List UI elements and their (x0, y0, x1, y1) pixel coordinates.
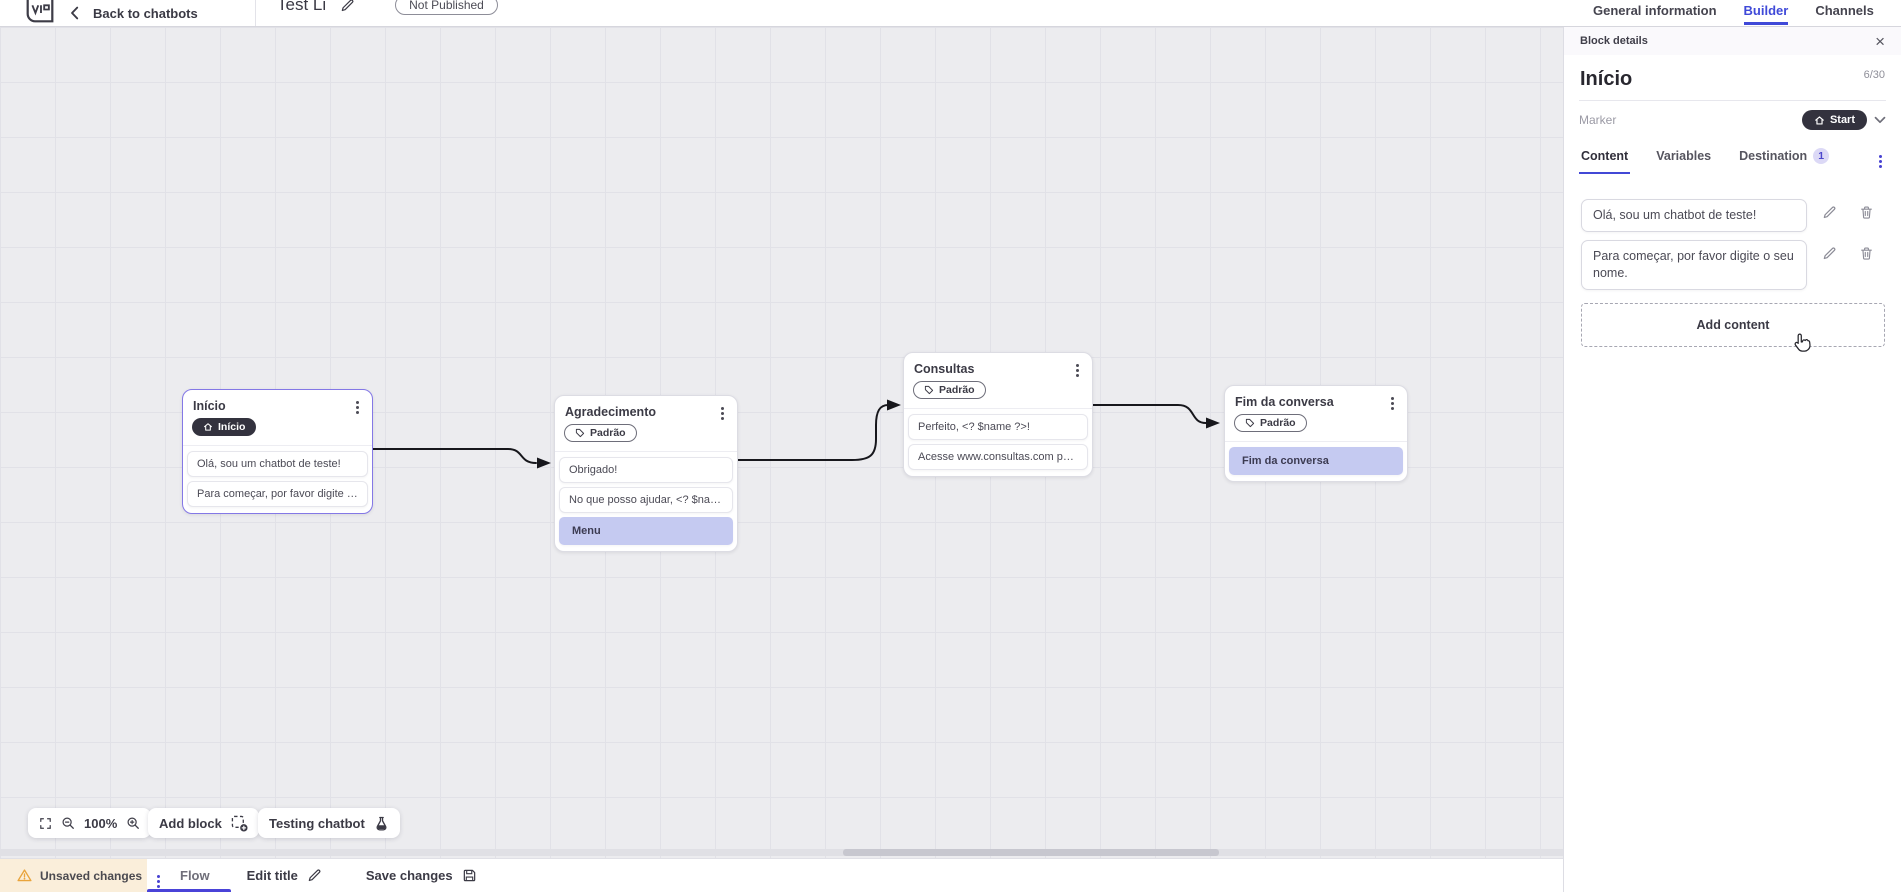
panel-divider (1579, 100, 1886, 101)
marker-pill-padrao: Padrão (1234, 414, 1307, 432)
block-content-row[interactable]: Para começar, por favor digite o ... (187, 481, 368, 507)
char-counter: 6/30 (1863, 69, 1885, 81)
content-item: Olá, sou um chatbot de teste! (1581, 199, 1886, 232)
flow-tab-underline (147, 889, 231, 892)
chatbot-title: Test Li (277, 0, 327, 14)
edit-title-button[interactable]: Edit title (247, 868, 322, 883)
back-to-chatbots-link[interactable]: Back to chatbots (93, 5, 198, 21)
block-content-row-fim[interactable]: Fim da conversa (1229, 447, 1403, 475)
block-title: Agradecimento (565, 405, 656, 419)
block-content-row-menu[interactable]: Menu (559, 517, 733, 545)
zoom-controls: 100% (28, 808, 152, 838)
zoom-out-icon[interactable] (61, 816, 75, 830)
topbar-title-group: Test Li Not Published (277, 0, 498, 15)
tab-general-information[interactable]: General information (1593, 3, 1717, 18)
marker-pill-padrao: Padrão (913, 381, 986, 399)
save-icon (463, 869, 475, 882)
topbar-left: Back to chatbots (24, 0, 198, 26)
block-content-row[interactable]: No que posso ajudar, <? $name ... (559, 487, 733, 513)
fullscreen-icon[interactable] (39, 817, 52, 830)
block-title: Consultas (914, 362, 975, 376)
top-bar: Back to chatbots Test Li Not Published G… (0, 0, 1901, 27)
destination-count-badge: 1 (1813, 148, 1830, 164)
edit-content-pencil-icon[interactable] (1822, 246, 1837, 261)
tab-destination[interactable]: Destination 1 (1737, 143, 1831, 175)
block-title: Início (193, 399, 226, 413)
unsaved-changes-indicator: Unsaved changes (0, 859, 147, 892)
block-content-row[interactable]: Obrigado! (559, 457, 733, 483)
panel-header-title: Block details (1580, 35, 1648, 47)
app-logo-icon (24, 0, 56, 26)
tag-icon (575, 428, 585, 438)
delete-content-trash-icon[interactable] (1859, 246, 1874, 261)
zoom-level: 100% (84, 815, 118, 831)
home-icon (204, 423, 212, 431)
tab-variables[interactable]: Variables (1656, 149, 1712, 163)
tab-channels[interactable]: Channels (1815, 3, 1874, 18)
content-text-box[interactable]: Para começar, por favor digite o seu nom… (1581, 239, 1807, 290)
marker-pill-start: Início (192, 418, 257, 436)
content-item: Para começar, por favor digite o seu nom… (1581, 239, 1886, 290)
back-chevron-icon[interactable] (70, 6, 79, 20)
block-content-row[interactable]: Perfeito, <? $name ?>! (908, 414, 1088, 440)
flow-block-fim-da-conversa[interactable]: Fim da conversa Padrão Fim da conversa (1224, 385, 1408, 482)
zoom-in-icon[interactable] (126, 816, 140, 830)
block-content-row[interactable]: Olá, sou um chatbot de teste! (187, 451, 368, 477)
warning-icon (17, 869, 32, 882)
tab-flow[interactable]: Flow (180, 868, 210, 883)
block-title: Fim da conversa (1235, 395, 1334, 409)
content-text-box[interactable]: Olá, sou um chatbot de teste! (1581, 199, 1807, 232)
content-list: Olá, sou um chatbot de teste! Para começ… (1564, 175, 1901, 290)
home-icon (1815, 115, 1824, 125)
edit-title-pencil-icon[interactable] (340, 0, 355, 13)
delete-content-trash-icon[interactable] (1859, 205, 1874, 220)
block-menu-kebab-icon[interactable] (356, 401, 359, 404)
flow-block-inicio[interactable]: Início Início Olá, sou um chatbot de tes… (182, 389, 373, 514)
close-icon[interactable]: × (1875, 31, 1885, 51)
add-block-icon (231, 815, 248, 832)
save-changes-button[interactable]: Save changes (366, 868, 477, 883)
testing-chatbot-button[interactable]: Testing chatbot (258, 808, 400, 838)
builder-nav-tabs: General information Builder Channels (1593, 0, 1874, 25)
pencil-icon (308, 869, 321, 882)
panel-tabs: Content Variables Destination 1 (1564, 137, 1901, 175)
marker-pill-padrao: Padrão (564, 424, 637, 442)
canvas-horizontal-scrollbar-track (0, 849, 1563, 856)
add-block-button[interactable]: Add block (148, 808, 259, 838)
flow-block-consultas[interactable]: Consultas Padrão Perfeito, <? $name ?>! … (903, 352, 1093, 477)
tag-icon (1245, 418, 1255, 428)
chevron-down-icon[interactable] (1874, 116, 1886, 124)
marker-start-pill[interactable]: Start (1801, 110, 1867, 130)
tag-icon (924, 385, 934, 395)
flow-canvas[interactable]: Início Início Olá, sou um chatbot de tes… (0, 27, 1563, 858)
block-menu-kebab-icon[interactable] (721, 407, 724, 410)
block-details-panel: Block details × Início 6/30 Marker Start… (1563, 27, 1901, 892)
block-content-row[interactable]: Acesse www.consultas.com par... (908, 444, 1088, 470)
canvas-horizontal-scrollbar-thumb[interactable] (843, 849, 1219, 856)
bottom-bar: Unsaved changes Flow Edit title Save cha… (0, 858, 1563, 892)
panel-menu-kebab-icon[interactable] (1879, 154, 1882, 158)
status-badge: Not Published (395, 0, 498, 15)
flask-icon (376, 816, 387, 831)
tab-builder[interactable]: Builder (1743, 0, 1789, 25)
marker-label: Marker (1579, 113, 1617, 127)
block-menu-kebab-icon[interactable] (1391, 397, 1394, 400)
edit-content-pencil-icon[interactable] (1822, 205, 1837, 220)
flow-menu-kebab-icon[interactable] (157, 875, 160, 878)
flow-block-agradecimento[interactable]: Agradecimento Padrão Obrigado! No que po… (554, 395, 738, 552)
add-content-button[interactable]: Add content (1581, 302, 1885, 347)
block-menu-kebab-icon[interactable] (1076, 364, 1079, 367)
topbar-divider (255, 0, 256, 26)
block-name-heading: Início (1580, 68, 1633, 90)
tab-content[interactable]: Content (1579, 144, 1631, 174)
